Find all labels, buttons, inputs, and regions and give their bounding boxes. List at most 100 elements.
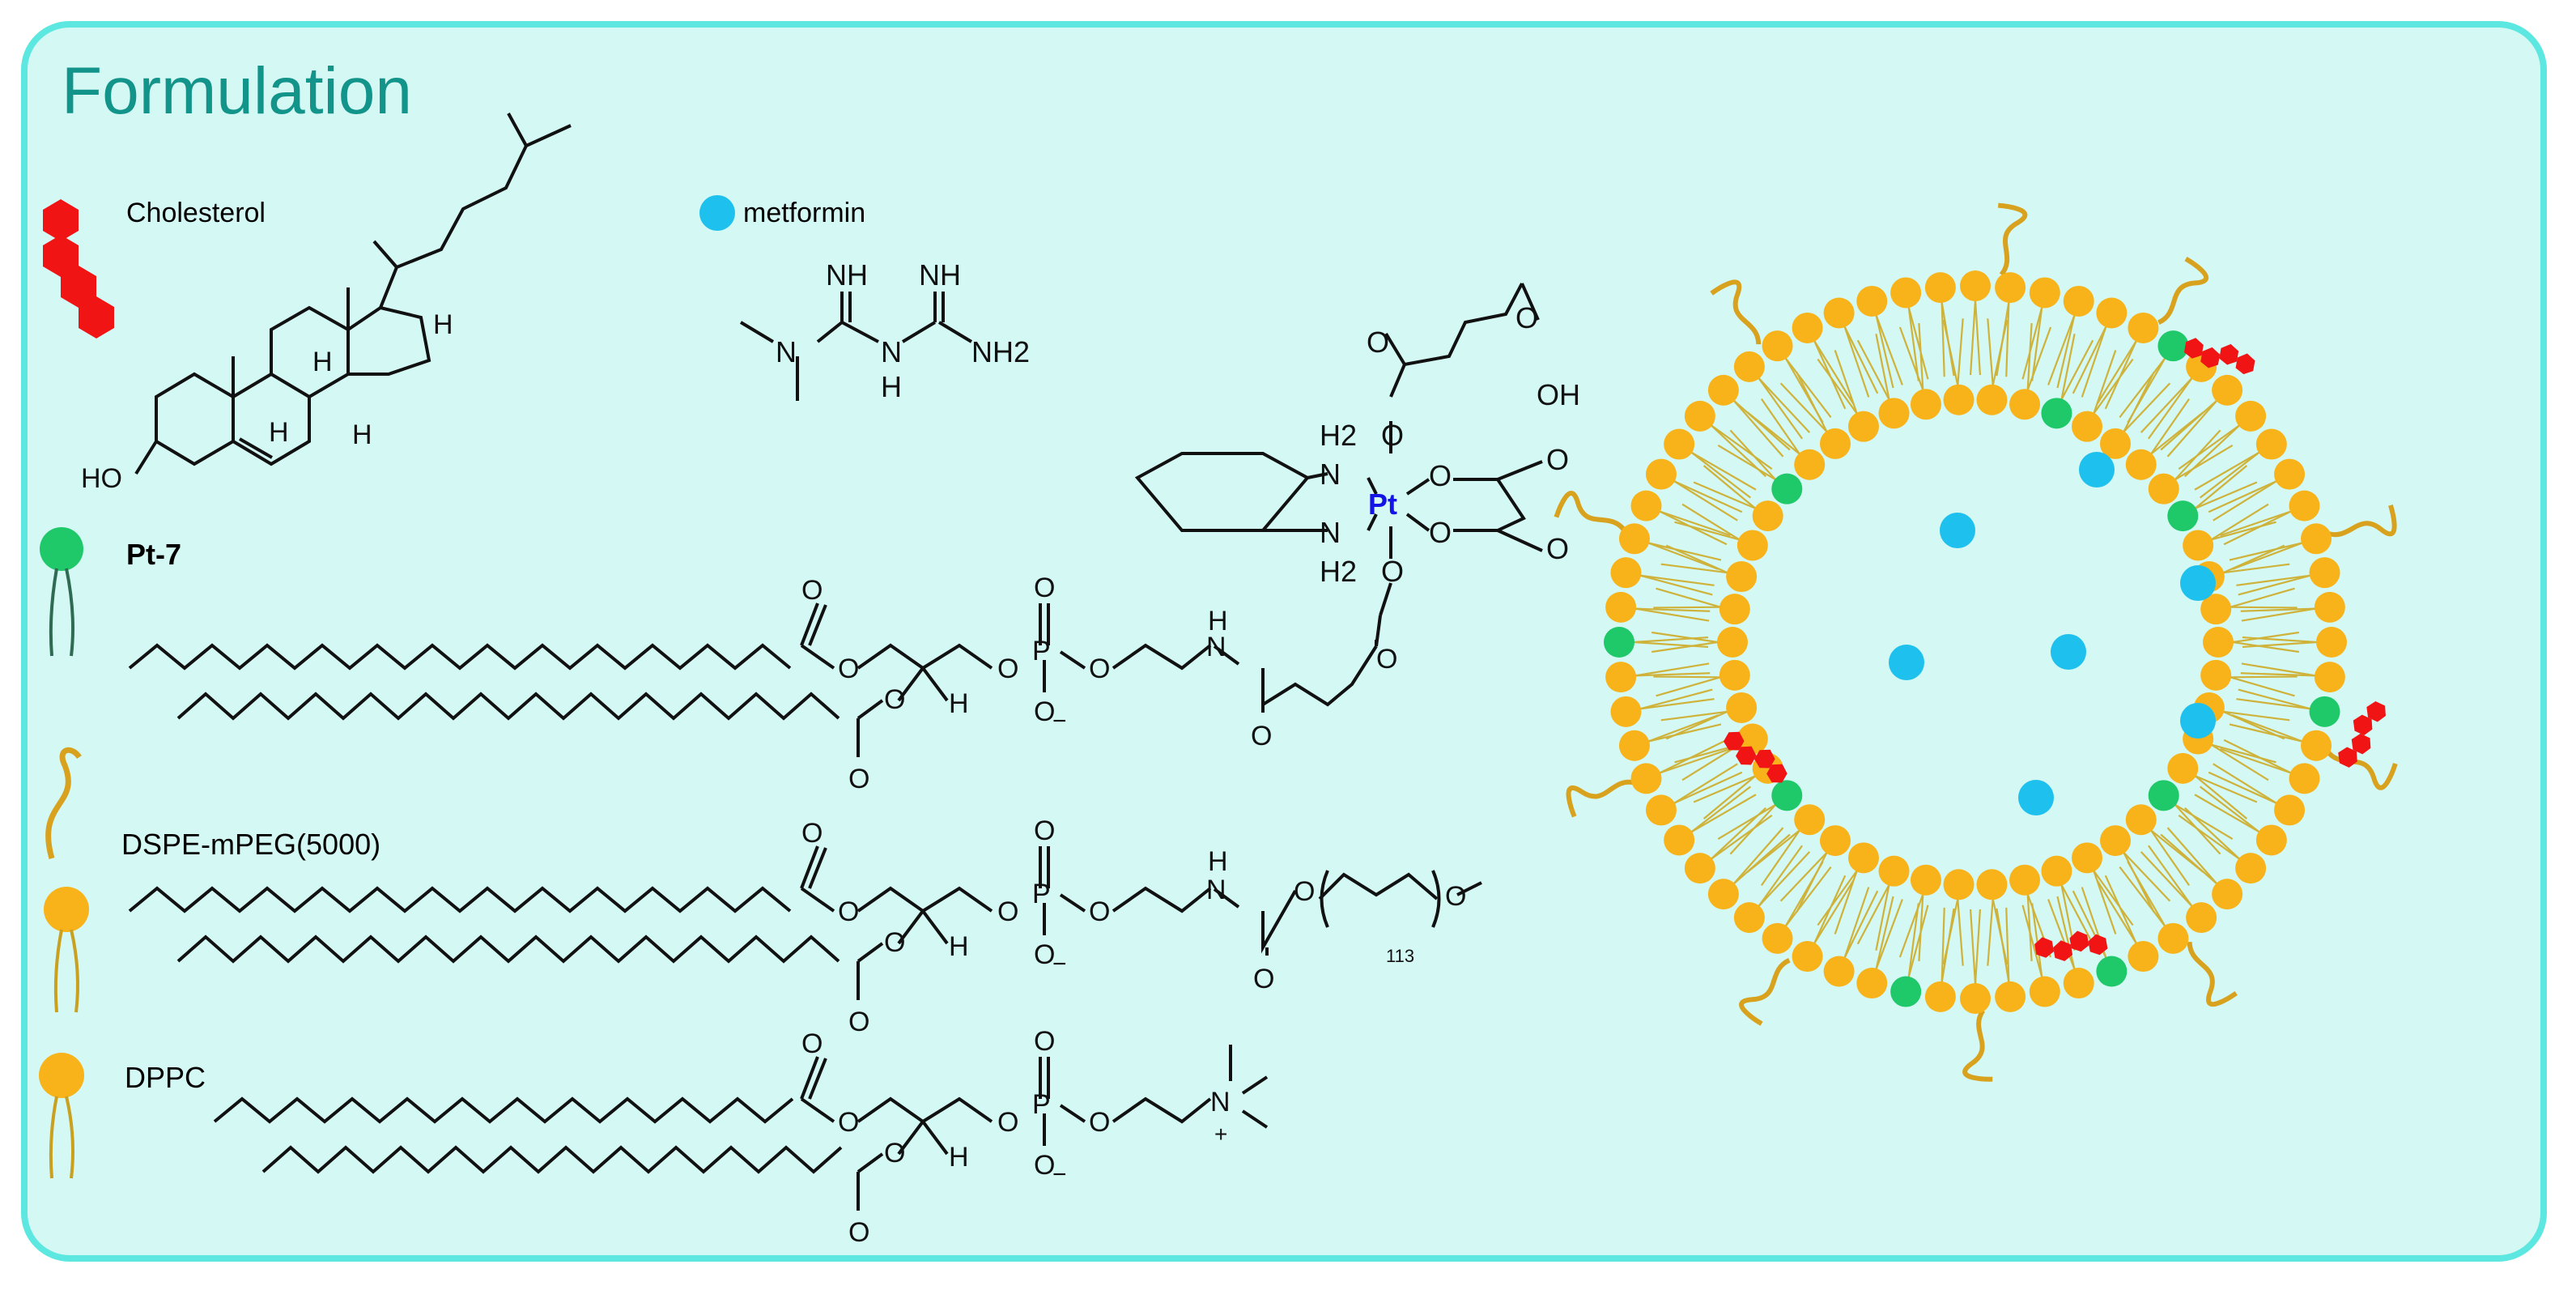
lipid-headgroup	[1630, 763, 1662, 794]
lipid-headgroup	[1605, 662, 1637, 693]
lipid-headgroup	[2041, 855, 2072, 887]
lipid-headgroup	[1792, 941, 1823, 973]
lipid-tail	[1843, 326, 1870, 398]
lipid-tail	[1634, 607, 1710, 622]
lipid-tail	[1690, 785, 1752, 833]
atom-label: O	[838, 1107, 859, 1138]
glycerol-backbone	[857, 643, 993, 671]
lipid-tail	[2230, 676, 2295, 697]
cholesterol-ring	[2088, 934, 2108, 956]
lipid-tail	[2060, 884, 2094, 945]
lipid-headgroup	[2167, 752, 2199, 784]
peg-bracket	[1320, 870, 1329, 928]
atom-label: H	[1208, 846, 1228, 877]
lipid-headgroup	[2314, 591, 2345, 623]
cholesterol-ring	[2235, 353, 2255, 375]
wedge-bond	[897, 1120, 925, 1156]
lipid-tail	[1784, 357, 1832, 419]
metformin-label: metformin	[743, 198, 865, 228]
lipid-headgroup	[1995, 272, 2026, 304]
metformin-molecule	[2051, 634, 2086, 670]
lipid-tail	[2174, 445, 2234, 481]
lipid-tail	[2060, 339, 2094, 400]
lipid-headgroup	[1610, 696, 1642, 727]
lipid-headgroup	[2289, 763, 2320, 794]
phosphate-bond	[1059, 893, 1086, 913]
lipid-tail	[1651, 631, 1719, 644]
cholesterol-structure	[134, 113, 572, 475]
lipid-tail	[1856, 339, 1890, 400]
cholesterol-molecule	[1723, 731, 1787, 783]
atom-label: O	[1089, 1107, 1110, 1138]
pt7-headgroup	[1771, 473, 1803, 505]
cholesterol-ring	[1736, 746, 1757, 765]
lipid-tail	[2213, 480, 2277, 522]
lipid-tail	[1758, 851, 1811, 907]
pt7-headgroup	[2157, 330, 2189, 362]
pt7-headgroup	[2041, 398, 2072, 429]
atom-label: O	[1089, 896, 1110, 927]
fatty-acid-chain	[261, 1145, 843, 1174]
lipid-headgroup	[1684, 853, 1715, 884]
peg-chain	[1962, 1009, 1993, 1082]
lipid-tail	[1969, 300, 1977, 376]
lipid-headgroup	[1736, 723, 1768, 755]
cholesterol-molecule	[2338, 701, 2386, 768]
lipid-tail	[2123, 371, 2155, 432]
lipid-headgroup	[2148, 473, 2179, 505]
lipid-headgroup	[2100, 825, 2132, 857]
lipid-headgroup	[1976, 869, 2008, 900]
svg-text:H: H	[312, 347, 333, 377]
lipid-tail	[2119, 866, 2166, 927]
atom-label: O	[838, 654, 859, 684]
carbonyl-bond	[800, 602, 819, 646]
lipid-tail	[2208, 480, 2277, 513]
lipid-headgroup	[1910, 864, 1941, 896]
lipid-tail	[1987, 899, 1994, 966]
lipid-tail	[1918, 894, 1924, 961]
peg-chain	[1739, 958, 1791, 1026]
lipid-tail	[2195, 775, 2258, 803]
lipid-tail	[2096, 340, 2137, 405]
lipid-tail	[1660, 710, 1728, 722]
lipid-headgroup	[1719, 594, 1750, 625]
svg-text:NH2: NH2	[971, 335, 1030, 368]
lipid-tail	[2026, 323, 2033, 390]
lipid-tail	[1681, 503, 1740, 541]
lipid-tail	[1729, 429, 1777, 481]
pt7-headgroup	[1890, 976, 1922, 1007]
lipid-tail	[2150, 398, 2191, 455]
ethanolamine-chain	[1112, 643, 1212, 671]
lipid-tail	[2026, 894, 2033, 961]
lipid-tail	[2241, 662, 2316, 677]
cholesterol-ring	[2034, 937, 2055, 958]
lipid-tail	[1674, 521, 1740, 541]
lipid-tail	[1817, 870, 1858, 926]
lipid-headgroup	[2072, 842, 2103, 874]
lipid-tail	[1702, 465, 1756, 509]
carbonyl-bond	[808, 847, 827, 889]
lipid-tail	[2232, 641, 2299, 654]
cholesterol-atoms: HO H H H H	[81, 309, 453, 494]
fatty-acid-chain	[176, 935, 840, 964]
lipid-tail	[2160, 399, 2218, 451]
peg-chain	[2187, 941, 2238, 1007]
peg-chain	[1554, 491, 1626, 532]
lipid-tail	[2056, 896, 2076, 970]
lipid-headgroup	[1684, 400, 1715, 432]
methoxy-bond	[1456, 881, 1482, 896]
lipid-tail	[2093, 870, 2134, 926]
atom-label: O	[1294, 876, 1315, 907]
peg-chain	[2325, 749, 2398, 790]
lipid-headgroup	[2063, 285, 2094, 317]
lipid-tail	[1673, 763, 1738, 804]
lipid-headgroup	[2100, 428, 2132, 459]
lipid-tail	[1758, 845, 1803, 907]
lipid-tail	[1647, 542, 1722, 561]
svg-text:O: O	[1381, 419, 1404, 452]
lipid-tail	[1796, 371, 1828, 432]
lipid-tail	[2021, 306, 2043, 380]
svg-text:NH: NH	[826, 258, 868, 292]
